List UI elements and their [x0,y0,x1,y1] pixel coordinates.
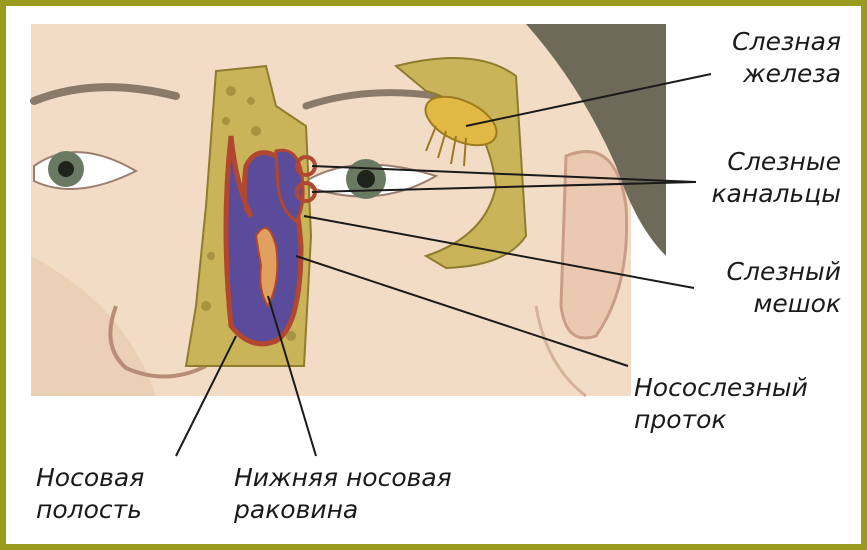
label-nasal-cavity: Носовая полость [36,462,144,526]
label-inferior-turbinate: Нижняя носовая раковина [234,462,452,526]
label-lacrimal-sac: Слезный мешок [727,256,841,320]
label-lacrimal-canaliculi: Слезные канальцы [711,146,841,210]
right-pupil [357,170,375,188]
left-pupil [58,161,74,177]
label-nasolacrimal-duct-line1: Носослезный [634,372,808,404]
label-nasolacrimal-duct-line2: проток [634,404,808,436]
label-nasolacrimal-duct: Носослезный проток [634,372,808,436]
label-inferior-turbinate-line2: раковина [234,494,452,526]
label-lacrimal-gland-line2: железа [732,58,841,90]
label-inferior-turbinate-line1: Нижняя носовая [234,462,452,494]
label-lacrimal-sac-line2: мешок [727,288,841,320]
label-lacrimal-canaliculi-line1: Слезные [711,146,841,178]
label-lacrimal-gland-line1: Слезная [732,26,841,58]
label-lacrimal-gland: Слезная железа [732,26,841,90]
label-nasal-cavity-line1: Носовая [36,462,144,494]
label-lacrimal-sac-line1: Слезный [727,256,841,288]
label-lacrimal-canaliculi-line2: канальцы [711,178,841,210]
label-nasal-cavity-line2: полость [36,494,144,526]
